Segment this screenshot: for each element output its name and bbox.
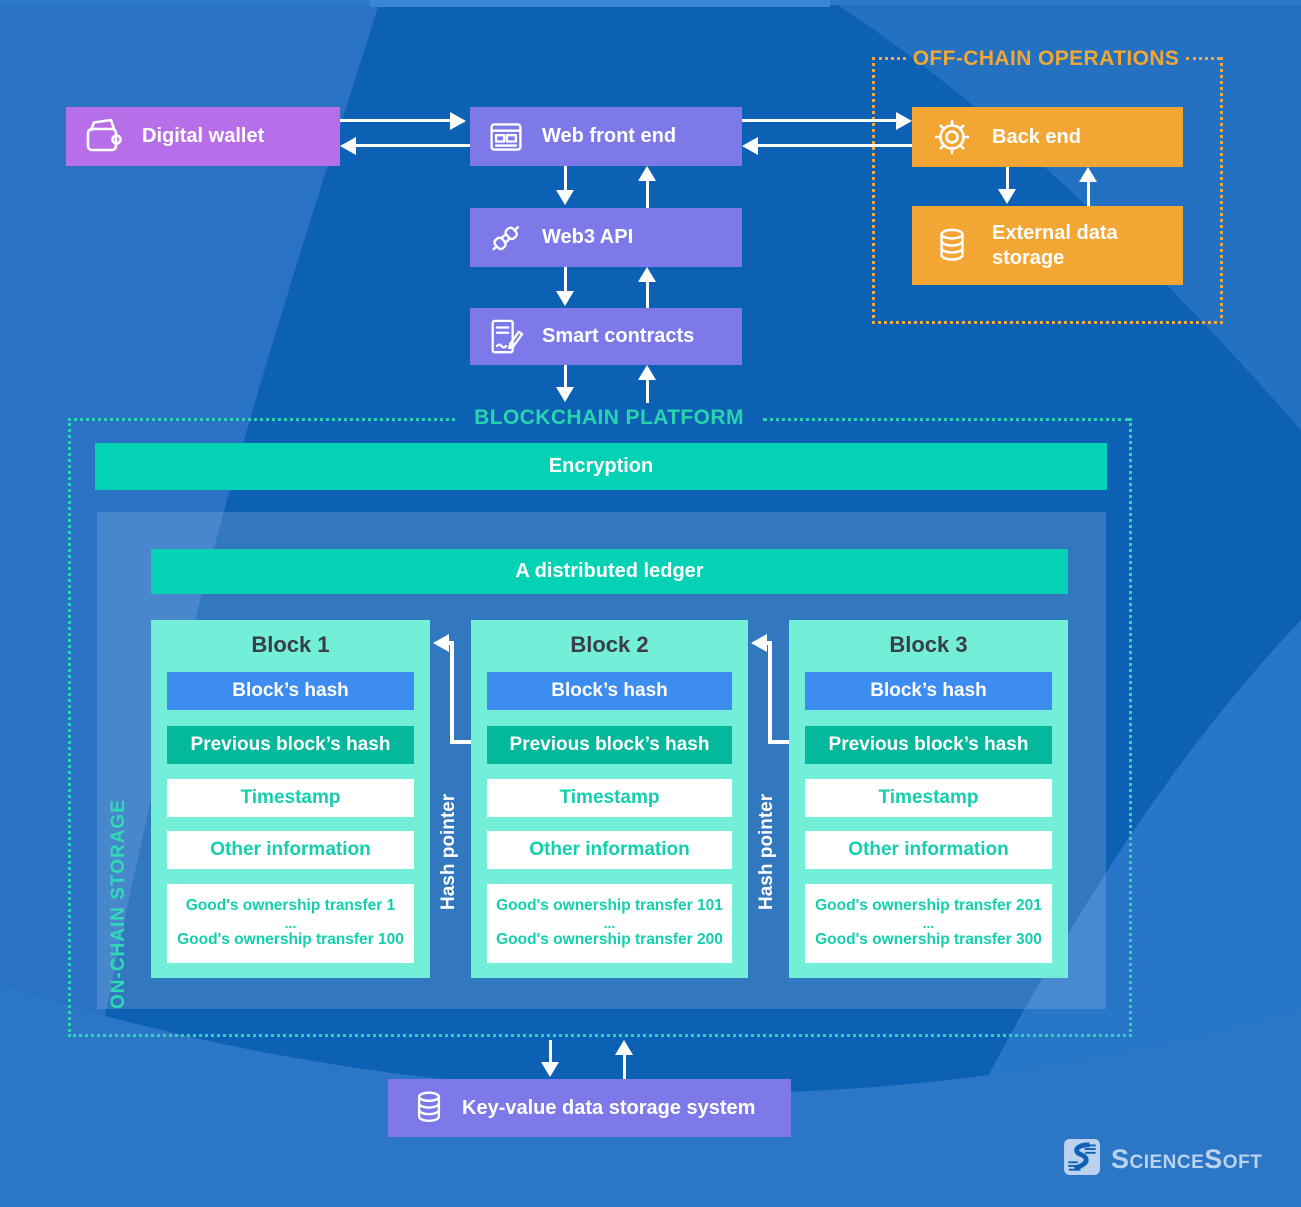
block-2: Block 2 Block’s hash Previous block’s ha… — [471, 620, 748, 978]
web-front-end-node: Web front end — [470, 107, 742, 166]
off-chain-border-top-right — [1186, 57, 1220, 60]
web3-api-label: Web3 API — [542, 226, 634, 248]
on-chain-storage-title: ON-CHAIN STORAGE — [108, 799, 129, 1009]
external-data-storage-node: External data storage — [912, 206, 1183, 285]
blockchain-border-top-right — [763, 418, 1129, 421]
distributed-ledger-bar: A distributed ledger — [151, 549, 1068, 594]
block-3-transfers-row: Good's ownership transfer 201 ... Good's… — [805, 884, 1052, 963]
web3-api-node: Web3 API — [470, 208, 742, 267]
contract-icon — [470, 317, 542, 357]
database-icon — [388, 1088, 462, 1128]
block-1: Block 1 Block’s hash Previous block’s ha… — [151, 620, 430, 978]
smart-contracts-label: Smart contracts — [542, 325, 695, 347]
off-chain-border-top-left — [872, 57, 906, 60]
block-1-hash-row: Block’s hash — [167, 672, 414, 710]
block-3-other-info-row: Other information — [805, 831, 1052, 869]
web-front-end-label: Web front end — [542, 125, 677, 147]
block-2-timestamp-row: Timestamp — [487, 779, 732, 817]
block-3-timestamp-row: Timestamp — [805, 779, 1052, 817]
block-1-previous-hash-row: Previous block’s hash — [167, 726, 414, 764]
key-value-storage-node: Key-value data storage system — [388, 1079, 791, 1137]
key-value-storage-label: Key-value data storage system — [462, 1096, 756, 1119]
wallet-icon — [66, 118, 142, 156]
back-end-node: Back end — [912, 107, 1183, 167]
sciencesoft-logo: ScienceSoft — [1063, 1138, 1262, 1181]
block-3-transfer-last: Good's ownership transfer 300 — [815, 930, 1042, 948]
encryption-label: Encryption — [548, 455, 654, 477]
block-3-previous-hash-row: Previous block’s hash — [805, 726, 1052, 764]
back-end-label: Back end — [992, 125, 1081, 148]
block-2-other-info-row: Other information — [487, 831, 732, 869]
block-1-timestamp-row: Timestamp — [167, 779, 414, 817]
external-data-storage-label: External data storage — [992, 221, 1118, 269]
block-3: Block 3 Block’s hash Previous block’s ha… — [789, 620, 1068, 978]
block-1-transfer-first: Good's ownership transfer 1 — [185, 897, 396, 915]
smart-contracts-node: Smart contracts — [470, 308, 742, 365]
off-chain-operations-group — [872, 57, 1223, 324]
block-2-title: Block 2 — [570, 632, 649, 657]
digital-wallet-node: Digital wallet — [66, 107, 340, 166]
hash-pointer-label-1: Hash pointer — [438, 793, 459, 910]
database-icon — [912, 225, 992, 267]
blockchain-platform-title: BLOCKCHAIN PLATFORM — [474, 406, 744, 429]
off-chain-operations-title: OFF-CHAIN OPERATIONS — [912, 47, 1180, 70]
digital-wallet-label: Digital wallet — [142, 125, 265, 147]
block-2-transfer-ellipsis: ... — [603, 915, 616, 932]
block-3-transfer-first: Good's ownership transfer 201 — [815, 897, 1042, 915]
block-2-previous-hash-row: Previous block’s hash — [487, 726, 732, 764]
sciencesoft-logo-icon — [1063, 1138, 1101, 1181]
block-3-hash-row: Block’s hash — [805, 672, 1052, 710]
block-2-hash-row: Block’s hash — [487, 672, 732, 710]
distributed-ledger-label: A distributed ledger — [515, 560, 704, 582]
block-1-transfer-last: Good's ownership transfer 100 — [177, 930, 404, 948]
blockchain-border-top-left — [68, 418, 455, 421]
browser-icon — [470, 119, 542, 155]
plug-icon — [470, 218, 542, 258]
arrowhead-left-icon — [433, 634, 449, 652]
block-1-transfers-row: Good's ownership transfer 1 ... Good's o… — [167, 884, 414, 963]
sciencesoft-logo-text: ScienceSoft — [1111, 1144, 1263, 1174]
block-1-other-info-row: Other information — [167, 831, 414, 869]
block-3-title: Block 3 — [889, 632, 968, 657]
block-1-transfer-ellipsis: ... — [284, 915, 297, 932]
block-2-transfer-first: Good's ownership transfer 101 — [496, 897, 723, 915]
block-2-transfers-row: Good's ownership transfer 101 ... Good's… — [487, 884, 732, 963]
block-2-transfer-last: Good's ownership transfer 200 — [496, 930, 723, 948]
arrowhead-left-icon — [751, 634, 767, 652]
block-1-title: Block 1 — [251, 632, 330, 657]
encryption-bar: Encryption — [95, 443, 1107, 490]
block-3-transfer-ellipsis: ... — [922, 915, 935, 932]
blockchain-platform-group — [68, 418, 1132, 1037]
gear-icon — [912, 117, 992, 157]
hash-pointer-label-2: Hash pointer — [756, 793, 777, 910]
